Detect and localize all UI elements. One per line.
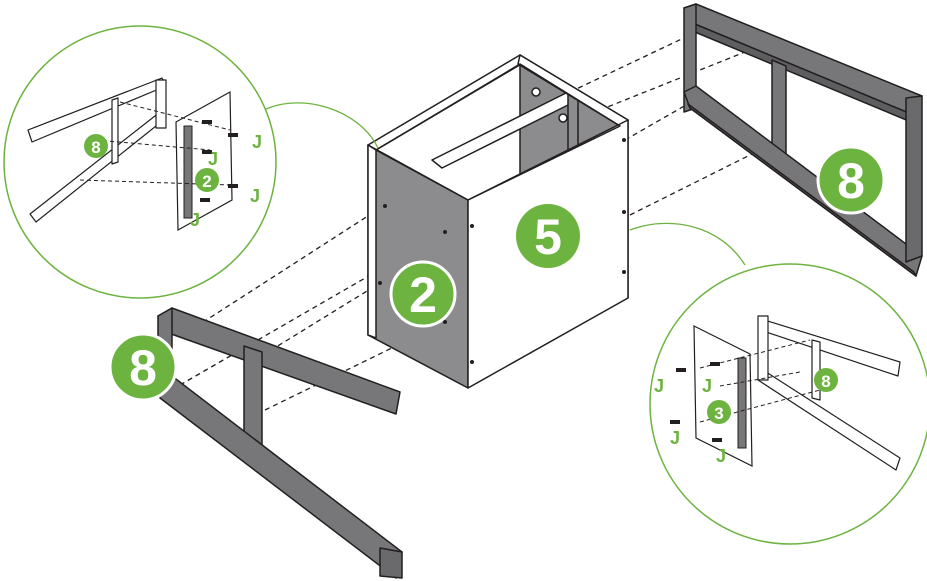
callout-left-circle: [3, 25, 277, 299]
badge-part-2-label: 2: [409, 267, 437, 323]
side-frame-right: [683, 3, 923, 277]
callout-leaders: [259, 102, 746, 266]
callout-right-circle: [649, 263, 927, 545]
badge-panel-3-small-label: 3: [714, 404, 723, 423]
badge-part-5: [516, 204, 580, 268]
part-badges: 8 8 5 2: [108, 145, 886, 402]
badge-part-5-label: 5: [534, 209, 562, 265]
hardware-label-j: J: [250, 186, 260, 206]
hardware-label-j: J: [654, 376, 664, 396]
badge-panel-3-small: [707, 400, 731, 424]
badge-frame-8-small-left: [84, 134, 108, 158]
hardware-label-j: J: [190, 210, 200, 230]
hardware-label-j: J: [252, 132, 262, 152]
hardware-label-j: J: [670, 428, 680, 448]
hardware-label-j: J: [716, 446, 726, 466]
side-frame-left: [157, 307, 403, 579]
hardware-label-j: J: [208, 149, 218, 169]
badge-panel-2-small-label: 2: [202, 172, 211, 191]
hardware-label-j: J: [702, 376, 712, 396]
badge-frame-8-small-right-label: 8: [821, 372, 830, 391]
badge-part-2: [389, 260, 457, 328]
badge-part-8-right: [816, 145, 886, 215]
badge-part-8-left: [108, 332, 178, 402]
badge-frame-8-small-left-label: 8: [91, 138, 100, 157]
badge-part-8-left-label: 8: [129, 340, 157, 396]
cabinet-body: [367, 54, 629, 389]
badge-part-8-right-label: 8: [837, 153, 865, 209]
callout-left: J J J J 8 2: [3, 25, 277, 299]
badge-frame-8-small-right: [814, 368, 838, 392]
badge-panel-2-small: [195, 168, 219, 192]
callout-right: J J J J 8 3: [649, 263, 927, 545]
